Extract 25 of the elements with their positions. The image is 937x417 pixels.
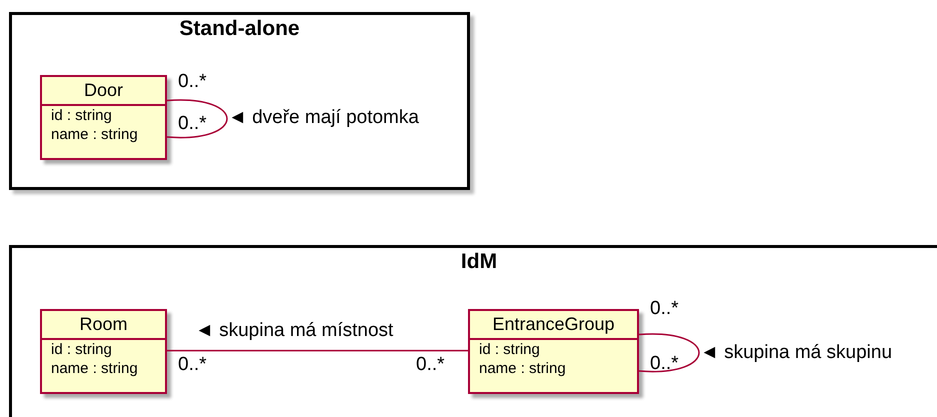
- class-box: [40, 75, 167, 160]
- multiplicity-label: 0..*: [178, 114, 207, 134]
- class-box: [40, 309, 167, 394]
- attribute: id : string: [50, 340, 113, 359]
- attribute: id : string: [478, 340, 541, 359]
- class-name: Door: [42, 77, 165, 106]
- class-name: Room: [42, 311, 165, 340]
- class-name: EntranceGroup: [470, 311, 637, 340]
- attribute: name : string: [50, 359, 139, 378]
- package-frame: [9, 245, 937, 417]
- attribute: id : string: [50, 106, 113, 125]
- self-association-line: [638, 333, 700, 372]
- multiplicity-label: 0..*: [178, 72, 207, 92]
- attribute: name : string: [478, 359, 567, 378]
- multiplicity-label: 0..*: [178, 355, 207, 375]
- multiplicity-label: 0..*: [650, 299, 679, 319]
- multiplicity-label: 0..*: [650, 354, 679, 374]
- package-title: IdM: [460, 250, 498, 274]
- association-line: [167, 350, 468, 352]
- multiplicity-label: 0..*: [416, 355, 445, 375]
- self-association-line: [166, 99, 228, 138]
- attribute: name : string: [50, 125, 139, 144]
- class-box: [468, 309, 639, 394]
- package-title: Stand-alone: [178, 17, 301, 41]
- package-frame: [9, 12, 470, 190]
